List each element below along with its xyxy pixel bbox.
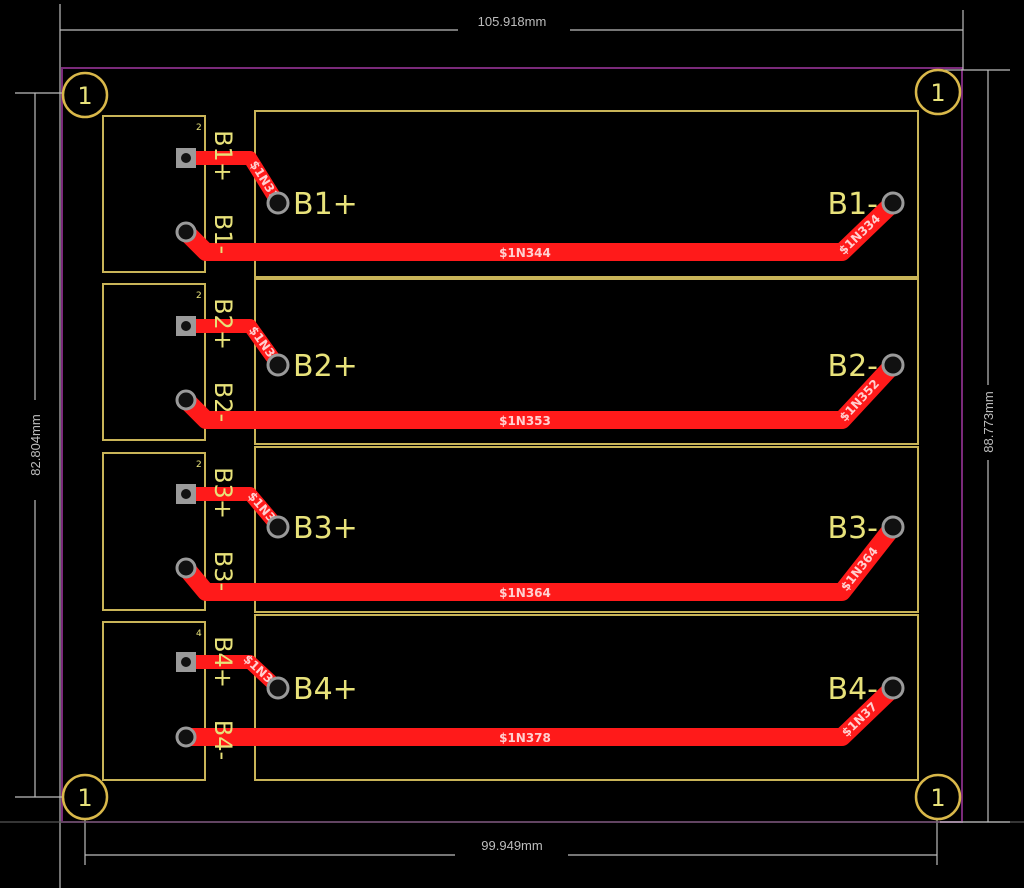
connector-minus-label: B1- — [209, 214, 237, 254]
battery-minus-pad[interactable] — [881, 353, 905, 377]
connector-minus-label: B3- — [209, 551, 237, 591]
dimension-top[interactable] — [59, 4, 964, 888]
mounting-hole-label: 1 — [930, 784, 945, 812]
trace-plus[interactable] — [179, 319, 285, 372]
connector-plus-label: B2+ — [209, 298, 237, 350]
battery-plus-pad[interactable] — [266, 676, 290, 700]
battery-holder-outline[interactable] — [254, 446, 919, 613]
battery-minus-label: B3- — [828, 511, 879, 546]
battery-plus-label: B3+ — [293, 511, 358, 546]
battery-minus-label: B1- — [828, 187, 879, 222]
battery-plus-label: B4+ — [293, 672, 358, 707]
connector-outline[interactable] — [102, 452, 206, 611]
connector-plus-label: B1+ — [209, 130, 237, 182]
mounting-hole-ring — [914, 68, 962, 116]
pad-drill — [181, 489, 191, 499]
battery-holder-outline[interactable] — [254, 110, 919, 278]
battery-minus-pad[interactable] — [881, 676, 905, 700]
mounting-hole-label: 1 — [930, 79, 945, 107]
round-pad[interactable] — [175, 726, 197, 748]
pin-label: 2 — [196, 123, 202, 133]
battery-plus-label: B1+ — [293, 187, 358, 222]
net-label: $1N364 — [499, 586, 551, 600]
round-pad[interactable] — [175, 389, 197, 411]
pad-drill — [181, 153, 191, 163]
mounting-hole-3[interactable]: 1 — [61, 773, 109, 821]
battery-minus-label: B4- — [828, 672, 879, 707]
dimension-right-label: 88.773mm — [981, 391, 996, 452]
connector-outline[interactable] — [102, 115, 206, 273]
mounting-hole-2[interactable]: 1 — [914, 68, 962, 116]
dimension-left-label: 82.804mm — [28, 414, 43, 475]
mounting-hole-1[interactable]: 1 — [61, 71, 109, 119]
trace-minus[interactable] — [177, 518, 902, 601]
mounting-hole-ring — [61, 773, 109, 821]
battery-minus-pad[interactable] — [881, 191, 905, 215]
mounting-hole-ring — [914, 773, 962, 821]
dimension-top-label: 105.918mm — [478, 14, 547, 29]
round-pad[interactable] — [175, 557, 197, 579]
trace-minus[interactable] — [177, 356, 902, 429]
battery-plus-label: B2+ — [293, 349, 358, 384]
mounting-hole-label: 1 — [77, 82, 92, 110]
battery-plus-pad[interactable] — [266, 191, 290, 215]
trace-plus[interactable] — [179, 655, 285, 695]
mounting-hole-4[interactable]: 1 — [914, 773, 962, 821]
connector-outline[interactable] — [102, 283, 206, 441]
battery-minus-pad[interactable] — [881, 515, 905, 539]
net-label: $1N353 — [499, 414, 551, 428]
mounting-hole-ring — [61, 71, 109, 119]
connector-minus-label: B4- — [209, 720, 237, 760]
trace-plus[interactable] — [179, 487, 285, 534]
connector-plus-label: B3+ — [209, 467, 237, 519]
trace-minus[interactable] — [177, 194, 902, 261]
pin-label: 4 — [196, 629, 202, 639]
trace-plus[interactable] — [179, 151, 285, 210]
connector-outline[interactable] — [102, 621, 206, 781]
dimension-bottom[interactable] — [0, 805, 1024, 865]
mounting-hole-label: 1 — [77, 784, 92, 812]
battery-holder-outline[interactable] — [254, 614, 919, 781]
round-pad[interactable] — [175, 221, 197, 243]
connector-minus-label: B2- — [209, 382, 237, 422]
battery-plus-pad[interactable] — [266, 353, 290, 377]
pin-label: 2 — [196, 291, 202, 301]
pad-drill — [181, 321, 191, 331]
dimension-bottom-label: 99.949mm — [481, 838, 542, 853]
dimension-right[interactable] — [940, 69, 1010, 823]
battery-plus-pad[interactable] — [266, 515, 290, 539]
connector-plus-label: B4+ — [209, 636, 237, 688]
pin-label: 2 — [196, 460, 202, 470]
pad-drill — [181, 657, 191, 667]
net-label: $1N344 — [499, 246, 551, 260]
net-label: $1N378 — [499, 731, 551, 745]
dimension-left[interactable] — [15, 92, 80, 798]
battery-holder-outline[interactable] — [254, 278, 919, 445]
battery-minus-label: B2- — [828, 349, 879, 384]
